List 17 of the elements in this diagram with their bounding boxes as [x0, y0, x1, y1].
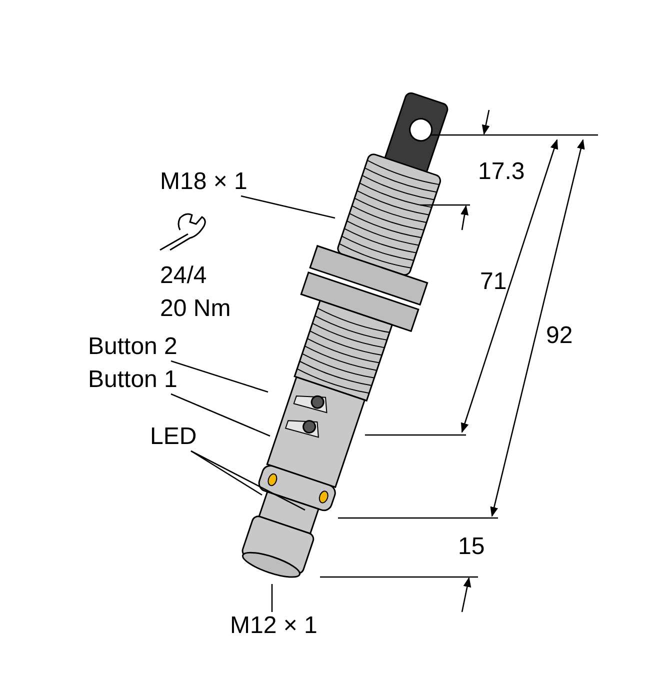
leader-line: [271, 584, 273, 612]
torque-label: 20 Nm: [160, 295, 231, 323]
leader-line: [170, 360, 268, 393]
dimension-label: 71: [480, 268, 507, 296]
part-label: Button 2: [88, 333, 178, 361]
dimension-label: 15: [458, 533, 485, 561]
dimension-label: 17.3: [478, 158, 525, 186]
leader-line: [240, 195, 336, 219]
leader-line: [170, 393, 270, 437]
part-label: LED: [150, 423, 197, 451]
dimension-label: 92: [546, 322, 573, 350]
leader-line: [190, 450, 262, 496]
wrench-size-label: 24/4: [160, 262, 207, 290]
part-label: M12 × 1: [230, 612, 318, 640]
leader-line: [190, 450, 306, 511]
part-label: M18 × 1: [160, 168, 248, 196]
part-label: Button 1: [88, 366, 178, 394]
